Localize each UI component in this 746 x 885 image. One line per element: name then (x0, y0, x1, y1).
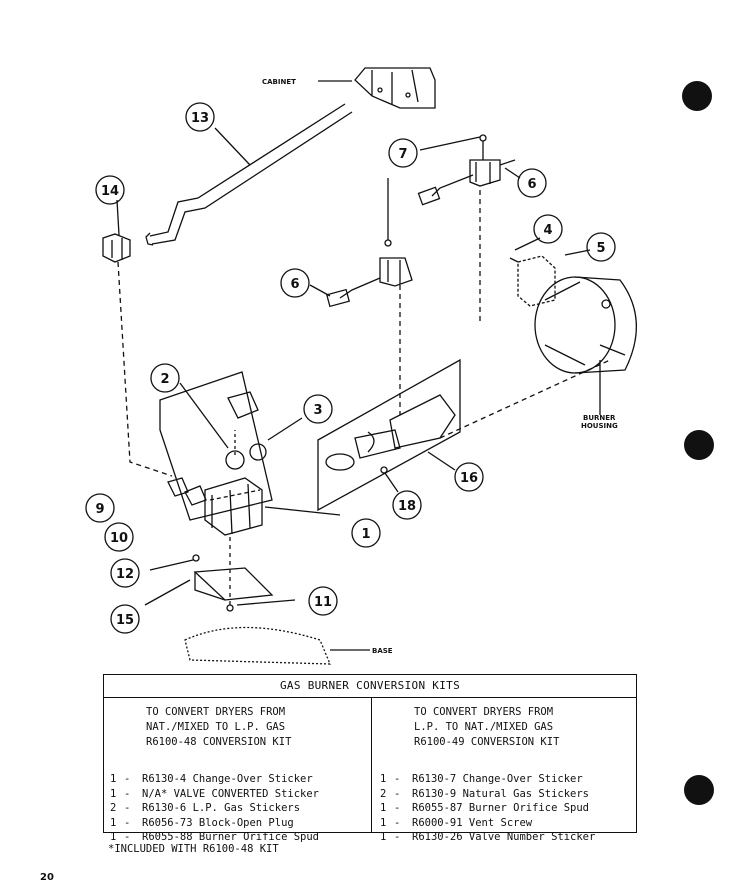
svg-text:18: 18 (398, 499, 416, 514)
kit-item: 2-R6130-6 L.P. Gas Stickers (110, 802, 301, 814)
kit-item: 1-R6056-73 Block-Open Plug (110, 816, 294, 829)
svg-text:9: 9 (95, 502, 104, 517)
callout-6b: 6 (280, 268, 310, 298)
callout-9: 9 (85, 493, 115, 523)
callout-16: 16 (454, 462, 484, 492)
gas-pipe-part (145, 103, 353, 246)
svg-text:11: 11 (314, 595, 332, 610)
kit-item: 1-N/A* VALVE CONVERTED Sticker (110, 787, 320, 800)
svg-text:1: 1 (361, 527, 370, 542)
callout-12: 15 (110, 604, 140, 634)
base-label: BASE (372, 647, 393, 655)
callout-7: 7 (388, 138, 418, 168)
kit-item: 2-R6130-9 Natural Gas Stickers (380, 787, 590, 800)
burner-housing-part (509, 237, 638, 415)
svg-text:15: 15 (116, 613, 134, 628)
igniter-assembly-top (417, 134, 521, 206)
gas-valve-part (159, 371, 341, 605)
callout-4: 4 (533, 214, 563, 244)
kit-item: 1-R6055-88 Burner Orifice Spud (110, 831, 320, 843)
callout-circles: 13 14 7 6 4 5 6 2 3 16 18 9 10 1 12 11 1… (85, 102, 616, 634)
kit-item: 1-R6000-91 Vent Screw (380, 816, 533, 829)
conversion-kits-table: GAS BURNER CONVERSION KITS TO CONVERT DR… (103, 674, 637, 843)
binder-hole-3 (684, 775, 714, 805)
svg-text:13: 13 (191, 111, 209, 126)
svg-text:6: 6 (290, 277, 299, 292)
svg-text:14: 14 (101, 184, 119, 199)
svg-text:3: 3 (313, 403, 322, 418)
callout-10: 10 (104, 522, 134, 552)
svg-text:6: 6 (527, 177, 536, 192)
callout-1: 1 (351, 518, 381, 548)
kit-item: 1-R6130-4 Change-Over Sticker (110, 773, 313, 785)
callout-15: 13 (185, 102, 215, 132)
column-divider (371, 697, 372, 832)
callout-11: 11 (308, 586, 338, 616)
kit-item: 1-R6130-26 Valve Number Sticker (380, 831, 596, 843)
burner-housing-label-line2: HOUSING (581, 422, 618, 430)
mounting-bracket-part (144, 554, 296, 612)
callout-2: 2 (150, 363, 180, 393)
cabinet-part (318, 67, 436, 109)
svg-text:4: 4 (543, 223, 552, 238)
svg-text:16: 16 (460, 471, 478, 486)
callout-3: 3 (303, 394, 333, 424)
footnote: *INCLUDED WITH R6100-48 KIT (108, 843, 279, 855)
binder-hole-1 (682, 81, 712, 111)
burner-panel-part (317, 358, 611, 512)
binder-hole-2 (684, 430, 714, 460)
burner-housing-label-line1: BURNER (583, 414, 616, 422)
callout-14: 14 (95, 175, 125, 205)
callout-6a: 6 (517, 168, 547, 198)
kit-item: 1-R6055-87 Burner Orifice Spud (380, 802, 590, 814)
svg-text:12: 12 (116, 567, 134, 582)
kit-item: 1-R6130-7 Change-Over Sticker (380, 773, 583, 785)
svg-text:7: 7 (398, 147, 407, 162)
exploded-parts-diagram: CABINET (85, 67, 638, 665)
svg-text:5: 5 (596, 241, 605, 256)
svg-text:2: 2 (160, 372, 169, 387)
table-title: GAS BURNER CONVERSION KITS (104, 675, 636, 698)
callout-18: 18 (392, 490, 422, 520)
cabinet-label: CABINET (262, 78, 296, 86)
base-part (184, 626, 370, 665)
callout-13: 12 (110, 558, 140, 588)
igniter-assembly-middle (309, 178, 481, 415)
svg-text:10: 10 (110, 531, 128, 546)
callout-5: 5 (586, 232, 616, 262)
pipe-fitting-part (102, 199, 131, 263)
page-number: 20 (40, 872, 54, 883)
